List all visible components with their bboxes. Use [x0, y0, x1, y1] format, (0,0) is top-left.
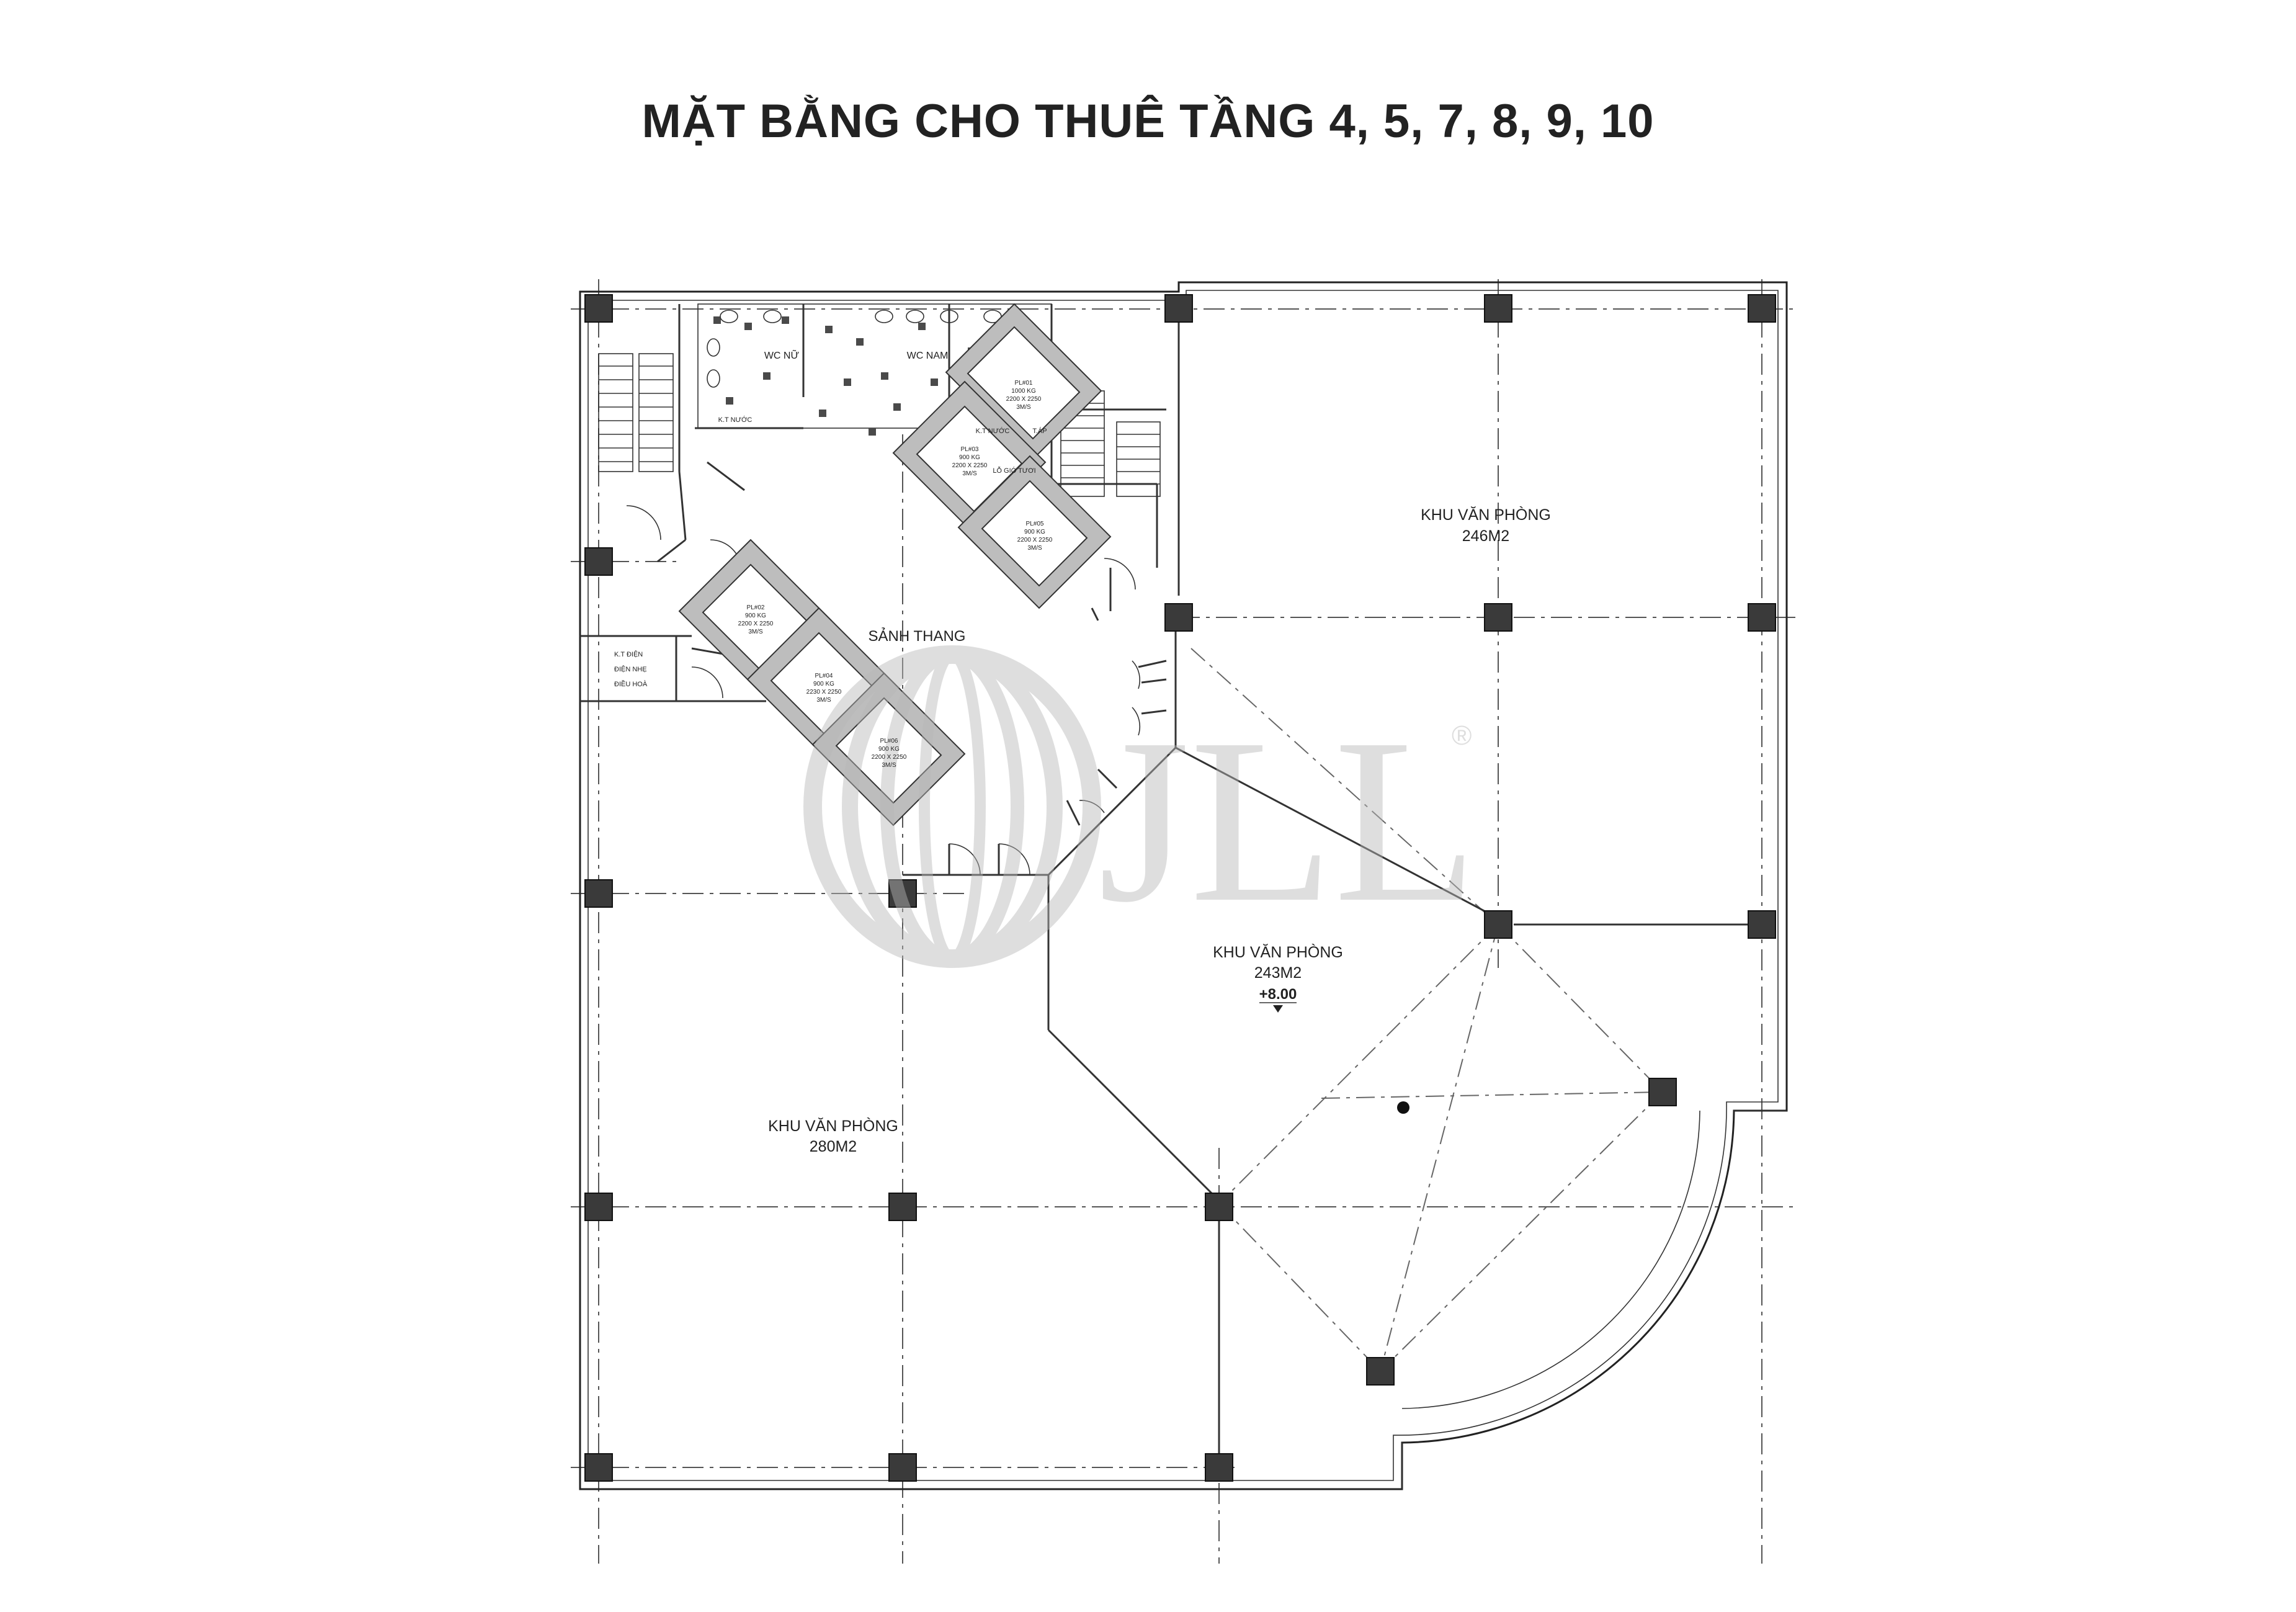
building-outline	[579, 281, 1788, 1490]
mep-room-label-1: K.T ĐIỆN	[614, 650, 643, 658]
svg-text:3M/S: 3M/S	[1027, 545, 1042, 552]
structural-columns	[584, 294, 1776, 1482]
column	[888, 1193, 917, 1221]
staircase-west	[598, 353, 674, 472]
tech-room-label: T.ÁP	[1032, 427, 1047, 435]
elevator-label-pl04: PL#04 900 KG 2230 X 2250 3M/S	[806, 673, 842, 704]
svg-text:1000 KG: 1000 KG	[1011, 388, 1036, 395]
column	[888, 879, 917, 908]
elevator-label-pl06: PL#06 900 KG 2200 X 2250 3M/S	[872, 738, 907, 769]
column	[1164, 603, 1193, 632]
elevator-lobby-label: SẢNH THANG	[869, 627, 966, 645]
column	[1748, 910, 1776, 939]
column	[1484, 910, 1512, 939]
wc-female-label: WC NỮ	[764, 349, 799, 361]
watermark-registered: ®	[1452, 720, 1472, 751]
column	[1205, 1453, 1233, 1482]
water-tech-label-2: K.T NƯỚC	[976, 427, 1010, 435]
fresh-air-shaft-label: LỖ GIÓ TƯƠI	[993, 467, 1035, 475]
wc-male-label: WC NAM	[907, 351, 949, 361]
svg-text:2200 X 2250: 2200 X 2250	[738, 620, 774, 627]
jll-logo-icon	[803, 645, 1101, 968]
column	[1366, 1357, 1395, 1386]
room-area-center: 243M2	[1254, 964, 1302, 982]
room-name-sw: KHU VĂN PHÒNG	[768, 1117, 898, 1135]
svg-text:PL#05: PL#05	[1026, 521, 1044, 527]
svg-text:2200 X 2250: 2200 X 2250	[872, 754, 907, 761]
survey-point	[1397, 1101, 1409, 1114]
svg-text:PL#03: PL#03	[961, 446, 979, 453]
mep-room-label-3: ĐIỀU HOÀ	[614, 680, 648, 688]
room-name-center: KHU VĂN PHÒNG	[1213, 943, 1343, 961]
elevator-label-pl05: PL#05 900 KG 2200 X 2250 3M/S	[1017, 521, 1053, 552]
floor-level: +8.00	[1259, 986, 1297, 1003]
svg-text:3M/S: 3M/S	[1016, 404, 1031, 411]
watermark-text: JLL	[1098, 690, 1478, 951]
jll-watermark: JLL ®	[803, 645, 1478, 968]
svg-text:2230 X 2250: 2230 X 2250	[806, 689, 842, 696]
room-name-ne: KHU VĂN PHÒNG	[1421, 506, 1551, 524]
svg-text:3M/S: 3M/S	[816, 697, 831, 704]
column	[584, 547, 613, 576]
svg-text:PL#06: PL#06	[880, 738, 898, 745]
svg-text:2200 X 2250: 2200 X 2250	[952, 462, 988, 469]
labels: KHU VĂN PHÒNG 246M2 KHU VĂN PHÒNG 243M2 …	[614, 349, 1551, 1155]
column	[584, 879, 613, 908]
column	[584, 294, 613, 323]
column	[1648, 1078, 1677, 1106]
page-title: MẶT BẰNG CHO THUÊ TẦNG 4, 5, 7, 8, 9, 10	[641, 95, 1655, 148]
mep-room-label-2: ĐIỆN NHẸ	[614, 665, 647, 673]
column	[1484, 603, 1512, 632]
elevator-core	[678, 303, 1112, 826]
diagonal-axes	[1190, 648, 1663, 1372]
column	[1484, 294, 1512, 323]
column	[584, 1453, 613, 1482]
svg-text:3M/S: 3M/S	[962, 470, 977, 477]
room-area-ne: 246M2	[1462, 527, 1509, 545]
svg-text:900 KG: 900 KG	[959, 454, 980, 461]
svg-text:900 KG: 900 KG	[878, 746, 900, 753]
svg-text:PL#01: PL#01	[1015, 380, 1033, 387]
room-area-sw: 280M2	[810, 1138, 857, 1155]
elevator-label-pl02: PL#02 900 KG 2200 X 2250 3M/S	[738, 604, 774, 635]
column	[1164, 294, 1193, 323]
svg-text:PL#02: PL#02	[747, 604, 765, 611]
column	[888, 1453, 917, 1482]
column	[584, 1193, 613, 1221]
elevator-label-pl01: PL#01 1000 KG 2200 X 2250 3M/S	[1006, 380, 1042, 411]
svg-text:2200 X 2250: 2200 X 2250	[1006, 396, 1042, 403]
svg-text:900 KG: 900 KG	[745, 612, 766, 619]
water-tech-label-1: K.T NƯỚC	[718, 416, 753, 424]
column	[1205, 1193, 1233, 1221]
column	[1748, 294, 1776, 323]
svg-text:900 KG: 900 KG	[813, 681, 834, 687]
svg-text:PL#04: PL#04	[815, 673, 833, 679]
svg-text:3M/S: 3M/S	[748, 629, 763, 635]
elevator-label-pl03: PL#03 900 KG 2200 X 2250 3M/S	[952, 446, 988, 477]
column	[1748, 603, 1776, 632]
svg-text:900 KG: 900 KG	[1024, 529, 1045, 535]
svg-text:3M/S: 3M/S	[882, 762, 896, 769]
svg-text:2200 X 2250: 2200 X 2250	[1017, 537, 1053, 544]
